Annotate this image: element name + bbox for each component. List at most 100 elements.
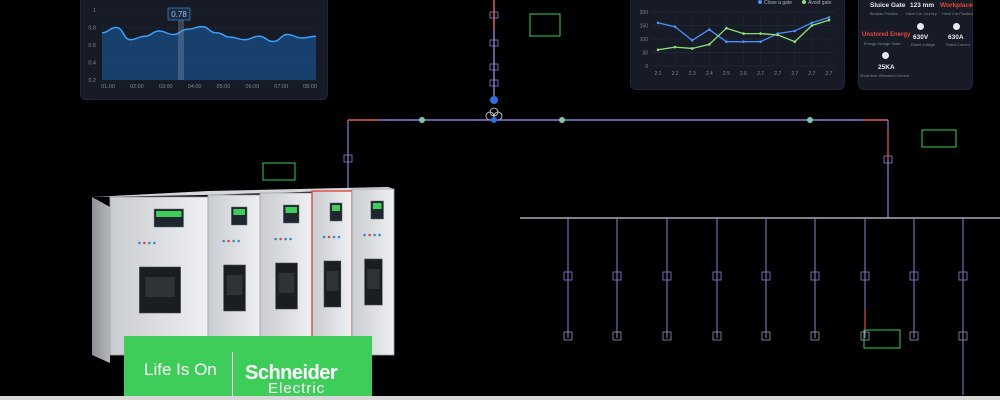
indicator-lamp xyxy=(143,241,146,245)
indicator-lamp xyxy=(138,241,141,245)
protection-device xyxy=(921,129,957,148)
protection-device xyxy=(863,329,901,349)
indicator-lamp xyxy=(148,241,151,245)
trend-cursor[interactable] xyxy=(178,8,184,80)
breaker-position-value: Sluice Gate xyxy=(870,2,906,9)
breaker-unit xyxy=(326,271,339,291)
outgoing-breaker xyxy=(860,271,870,281)
trend-y-tick: 0.6 xyxy=(88,43,96,49)
withstand-current-value: 25KA xyxy=(878,64,895,71)
cabinet-screen xyxy=(372,203,382,209)
trend-value-badge-box xyxy=(167,7,191,21)
gate-point xyxy=(690,39,694,42)
transformer-node xyxy=(490,96,498,104)
trend-y-tick: 1 xyxy=(93,8,96,14)
brand-name: Schneider xyxy=(245,362,338,384)
trend-x-tick: 04:00 xyxy=(188,84,202,90)
gate-x-tick: 2.1 xyxy=(655,71,662,77)
indicator-lamp xyxy=(284,237,287,241)
gate-legend-marker xyxy=(802,0,806,4)
trend-y-tick: 0.8 xyxy=(88,26,96,32)
brand-tagline: Life Is On xyxy=(144,360,217,379)
outgoing-load xyxy=(612,331,622,341)
gate-point xyxy=(827,18,831,22)
gate-point xyxy=(793,40,797,43)
gate-x-tick: 2.7 xyxy=(826,71,833,77)
breaker-unit xyxy=(278,273,295,293)
gate-x-tick: 2.7 xyxy=(791,71,798,77)
trend-x-tick: 06:00 xyxy=(245,84,259,90)
bus-node xyxy=(491,117,497,123)
indicator-lamp xyxy=(153,241,156,245)
switchgear-cabinet-image[interactable] xyxy=(88,185,398,365)
trend-value-badge: 0.78 xyxy=(171,10,187,19)
outgoing-load xyxy=(909,331,919,341)
gate-point xyxy=(759,32,762,35)
gate-point xyxy=(708,28,711,31)
gate-x-tick: 2.3 xyxy=(689,71,696,77)
indicator-lamp xyxy=(378,233,381,237)
current-icon xyxy=(953,23,960,30)
gate-point xyxy=(673,25,677,29)
hand-car-journey-label: Hand Car Journey xyxy=(906,12,937,16)
outgoing-load xyxy=(810,331,820,341)
brand-subname: Electric xyxy=(268,380,326,397)
outgoing-breaker xyxy=(761,271,771,281)
gate-point xyxy=(742,32,745,35)
bus-node xyxy=(807,117,813,123)
indicator-lamp xyxy=(289,237,292,241)
gate-point xyxy=(725,40,728,43)
cabinet-screen xyxy=(285,207,297,213)
outgoing-breaker xyxy=(712,271,722,281)
indicator-lamp xyxy=(337,235,341,239)
outgoing-load xyxy=(712,331,722,341)
feeder-breaker xyxy=(883,155,893,164)
gate-point xyxy=(708,43,711,46)
indicator-lamp xyxy=(227,239,230,243)
cabinet-screen xyxy=(332,205,340,211)
gate-x-tick: 2.4 xyxy=(706,71,713,77)
gate-point xyxy=(810,21,814,25)
trend-line xyxy=(101,25,317,43)
gate-y-tick: 100 xyxy=(640,37,649,43)
feeder-breaker xyxy=(489,11,499,19)
bus-node xyxy=(559,117,565,123)
gate-point xyxy=(656,21,660,25)
trend-x-tick: 08:00 xyxy=(303,84,317,90)
gate-x-tick: 2.7 xyxy=(808,71,815,77)
gate-point xyxy=(690,47,694,50)
hand-car-journey-value: 123 mm xyxy=(910,2,935,9)
gate-x-tick: 2.7 xyxy=(757,71,764,77)
gate-legend-marker xyxy=(758,0,762,4)
withstand-icon xyxy=(882,52,889,59)
trend-x-tick: 03:00 xyxy=(159,84,173,90)
indicator-lamp xyxy=(322,235,326,239)
energy-storage-label: Energy Storage State xyxy=(864,42,901,46)
breaker-unit xyxy=(226,275,243,295)
gate-point xyxy=(742,40,745,43)
trend-x-tick: 07:00 xyxy=(274,84,288,90)
trend-x-tick: 02:00 xyxy=(130,84,144,90)
gate-legend-label: Avoid gate xyxy=(808,0,832,6)
indicator-lamp xyxy=(373,233,376,237)
indicator-lamp xyxy=(279,237,282,241)
indicator-lamp xyxy=(368,233,371,237)
gate-point xyxy=(656,48,660,52)
withstand-current-label: Short-time Withstand Current xyxy=(860,74,910,78)
indicator-lamp xyxy=(237,239,240,243)
rated-voltage-value: 630V xyxy=(913,34,929,41)
bottom-scrollbar[interactable] xyxy=(0,396,1000,400)
indicator-lamp xyxy=(327,235,331,239)
outgoing-load xyxy=(563,331,573,341)
outgoing-breaker xyxy=(612,271,622,281)
outgoing-breaker xyxy=(563,271,573,281)
outgoing-breaker xyxy=(810,271,820,281)
gate-x-tick: 2.6 xyxy=(740,71,747,77)
gate-x-tick: 2.2 xyxy=(672,71,679,77)
breaker-position-label: Breaker Position xyxy=(870,12,898,16)
brand-divider xyxy=(232,352,233,396)
outgoing-load xyxy=(662,331,672,341)
